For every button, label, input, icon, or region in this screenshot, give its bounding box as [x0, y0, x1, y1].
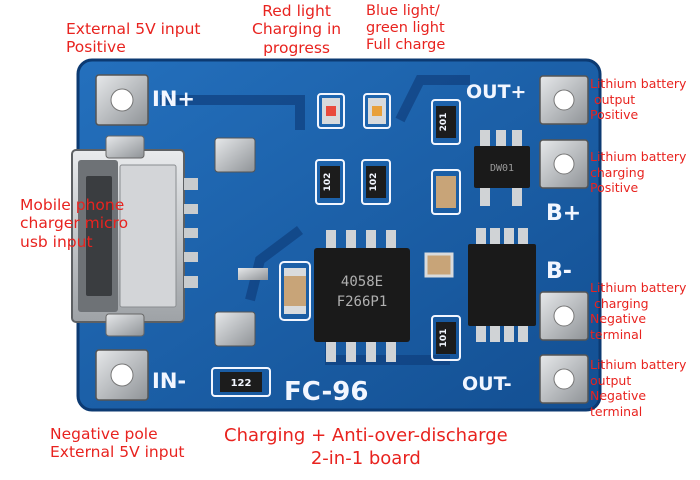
resistor-201: 201 [431, 99, 461, 145]
svg-text:122: 122 [231, 378, 252, 389]
silk-model: FC-96 [284, 377, 368, 407]
pad-b-pos [539, 139, 589, 189]
annotation-blue-light: Blue light/ green light Full charge [366, 3, 446, 54]
annotation-external-negative: Negative pole External 5V input [50, 425, 185, 462]
pad-in-pos [95, 74, 149, 126]
capacitor-input [279, 261, 311, 321]
mosfet-chip [468, 228, 536, 342]
annotation-output-negative: Lithium battery output Negative terminal [590, 357, 687, 419]
silk-in-pos: IN+ [152, 87, 195, 111]
capacitor [424, 252, 454, 278]
annotation-output-positive: Lithium battery output Positive [590, 76, 687, 123]
svg-text:201: 201 [439, 113, 449, 132]
pad-in-neg [95, 349, 149, 401]
svg-text:4058E: 4058E [341, 274, 383, 290]
solder-pad [238, 268, 268, 280]
resistor-122: 122 [211, 367, 271, 397]
annotation-micro-usb: Mobile phone charger micro usb input [20, 196, 129, 251]
svg-text:102: 102 [323, 173, 333, 192]
silk-in-neg: IN- [152, 369, 186, 393]
red-led [317, 93, 345, 129]
resistor-101: 101 [431, 315, 461, 361]
annotation-charging-positive: Lithium battery charging Positive [590, 149, 687, 196]
annotation-red-light: Red light Charging in progress [252, 2, 342, 57]
blue-led [363, 93, 391, 129]
board-caption: Charging + Anti-over-discharge 2-in-1 bo… [224, 425, 508, 470]
resistor-102-b: 102 [361, 159, 391, 205]
solder-pad [214, 311, 256, 347]
silk-out-pos: OUT+ [466, 81, 526, 103]
resistor-102-a: 102 [315, 159, 345, 205]
svg-text:F266P1: F266P1 [337, 294, 388, 310]
solder-pad [214, 137, 256, 173]
silk-b-pos: B+ [546, 201, 581, 226]
silk-b-neg: B- [546, 259, 572, 284]
pad-b-neg [539, 291, 589, 341]
charger-ic-4058e: 4058E F266P1 [314, 230, 410, 362]
svg-text:DW01: DW01 [490, 163, 514, 174]
pad-out-pos [539, 75, 589, 125]
annotation-external-positive: External 5V input Positive [66, 20, 201, 57]
capacitor [431, 169, 461, 215]
pad-out-neg [539, 354, 589, 404]
dw01-protection-chip: DW01 [474, 130, 530, 206]
silk-out-neg: OUT- [462, 373, 512, 395]
micro-usb-connector [71, 135, 198, 337]
annotation-charging-negative: Lithium battery charging Negative termin… [590, 280, 687, 342]
svg-text:102: 102 [369, 173, 379, 192]
svg-text:101: 101 [439, 329, 449, 348]
